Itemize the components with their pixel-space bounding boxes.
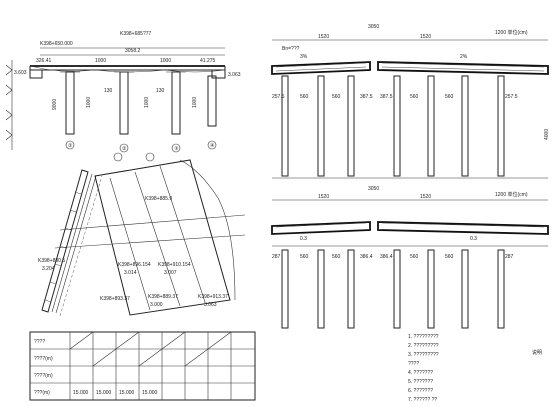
plan-station-3: K398+896.154 bbox=[118, 262, 151, 268]
note-5: 4. ??????? bbox=[408, 370, 433, 376]
section-top-columns bbox=[272, 75, 548, 179]
elevation-view: K398+685?77 K398+650.000 3058.2 326.41 1… bbox=[5, 31, 241, 153]
section-top-bn: Bn=??? bbox=[282, 46, 300, 52]
elevation-piers bbox=[60, 71, 217, 135]
plan-station-7: K398+913.37 bbox=[198, 294, 228, 300]
section-top-slope-1: 3% bbox=[300, 54, 308, 60]
st-dim-2: 560 bbox=[300, 94, 309, 100]
sb-dim-1: 287 bbox=[272, 254, 281, 260]
elev-left-label: 9000 bbox=[52, 99, 58, 110]
sb-dim-2: 560 bbox=[300, 254, 309, 260]
section-top-left-total: 1520 bbox=[318, 34, 329, 40]
sb-dim-5: 386.4 bbox=[380, 254, 393, 260]
section-bottom-right-total: 1520 bbox=[420, 194, 431, 200]
section-bottom-columns bbox=[272, 245, 548, 329]
table-row-head-4: ???(m) bbox=[34, 390, 50, 396]
note-1: 1. ????????? bbox=[408, 334, 439, 340]
table-row-head-1: ???? bbox=[34, 339, 45, 345]
elev-pier-h-2: 1000 bbox=[144, 97, 150, 108]
sb-dim-4: 386.4 bbox=[360, 254, 373, 260]
plan-value-4: 3.000 bbox=[150, 302, 163, 308]
pier-marker-4: ④ bbox=[210, 143, 215, 149]
st-dim-1: 257.5 bbox=[272, 94, 285, 100]
table-row-head-3: ????(m) bbox=[34, 373, 53, 379]
pier-marker-3: ③ bbox=[174, 146, 179, 152]
pier-marker-2: ② bbox=[122, 146, 127, 152]
section-top-title: 1200 单位(cm) bbox=[495, 29, 528, 36]
cross-section-bottom: 3050 1520 1520 1200 单位(cm) 0.3 0.3 287 5… bbox=[271, 186, 549, 329]
st-dim-5: 387.5 bbox=[380, 94, 393, 100]
sb-dim-7: 560 bbox=[445, 254, 454, 260]
section-bottom-label-1: 0.3 bbox=[300, 236, 307, 242]
elev-mid-label-2: 130 bbox=[156, 88, 165, 94]
elev-right-value: 3.063 bbox=[228, 72, 241, 78]
plan-station-2: K398+880.5 bbox=[38, 258, 65, 264]
plan-station-1: K398+885.9 bbox=[145, 196, 172, 202]
sb-dim-6: 560 bbox=[410, 254, 419, 260]
elevation-station-mid: K398+685?77 bbox=[120, 31, 152, 37]
st-dim-6: 560 bbox=[410, 94, 419, 100]
section-bottom-label-2: 0.3 bbox=[470, 236, 477, 242]
elev-dim-3: 1000 bbox=[160, 58, 171, 64]
pier-number-markers: ① ② ③ ④ bbox=[65, 140, 217, 153]
note-8: 7. ?????? ?? bbox=[408, 397, 437, 403]
st-dim-4: 387.5 bbox=[360, 94, 373, 100]
sb-dim-3: 560 bbox=[332, 254, 341, 260]
st-dim-3: 560 bbox=[332, 94, 341, 100]
table-cell-r4-c2: 15.000 bbox=[96, 390, 112, 396]
section-top-height: 4000 bbox=[544, 129, 550, 140]
plan-value-5: 3.063 bbox=[204, 302, 217, 308]
note-7: 6. ??????? bbox=[408, 388, 433, 394]
notes-side-label: 说明 bbox=[532, 349, 542, 356]
note-6: 5. ??????? bbox=[408, 379, 433, 385]
elev-pier-h-1: 1000 bbox=[86, 97, 92, 108]
section-bottom-title: 1200 单位(cm) bbox=[495, 191, 528, 198]
note-2: 2. ????????? bbox=[408, 343, 439, 349]
table-cell-r4-c1: 15.000 bbox=[73, 390, 89, 396]
elev-mid-label-1: 130 bbox=[104, 88, 113, 94]
section-top-right-total: 1520 bbox=[420, 34, 431, 40]
note-3: 3. ????????? bbox=[408, 352, 439, 358]
note-4: ???? bbox=[408, 361, 419, 367]
plan-view: K398+885.9 K398+880.5 K398+896.154 K398+… bbox=[38, 152, 246, 317]
cross-section-top: 3050 1520 1520 1200 单位(cm) Bn=??? 3% 2% … bbox=[271, 24, 550, 179]
elev-dim-1: 326.41 bbox=[36, 58, 52, 64]
section-bottom-left-total: 1520 bbox=[318, 194, 329, 200]
plan-value-3: 3.007 bbox=[164, 270, 177, 276]
elev-left-value: 3.603 bbox=[14, 70, 27, 76]
elev-pier-h-3: 1000 bbox=[192, 97, 198, 108]
elevation-width-total: 3058.2 bbox=[125, 48, 141, 54]
st-dim-8: 257.5 bbox=[505, 94, 518, 100]
st-dim-7: 560 bbox=[445, 94, 454, 100]
data-table: ???? ????(m) ????(m) ???(m) 15.000 15.00… bbox=[29, 331, 256, 401]
notes-block: 1. ????????? 2. ????????? 3. ????????? ?… bbox=[408, 334, 542, 403]
section-top-slope-2: 2% bbox=[460, 54, 468, 60]
section-top-total: 3050 bbox=[368, 24, 379, 30]
plan-value-1: 3.204 bbox=[42, 266, 55, 272]
table-cell-r4-c3: 15.000 bbox=[119, 390, 135, 396]
section-bottom-total: 3050 bbox=[368, 186, 379, 192]
elev-dim-4: 41.275 bbox=[200, 58, 216, 64]
plan-station-6: K398+889.37 bbox=[148, 294, 178, 300]
table-cell-r4-c4: 15.000 bbox=[142, 390, 158, 396]
elevation-station-left: K398+650.000 bbox=[40, 41, 73, 47]
elev-dim-2: 1000 bbox=[95, 58, 106, 64]
plan-value-2: 3.014 bbox=[124, 270, 137, 276]
plan-station-4: K398+910.154 bbox=[158, 262, 191, 268]
plan-station-5: K398+893.37 bbox=[100, 296, 130, 302]
pier-marker-1: ① bbox=[68, 143, 73, 149]
sb-dim-8: 287 bbox=[505, 254, 514, 260]
table-row-head-2: ????(m) bbox=[34, 356, 53, 362]
